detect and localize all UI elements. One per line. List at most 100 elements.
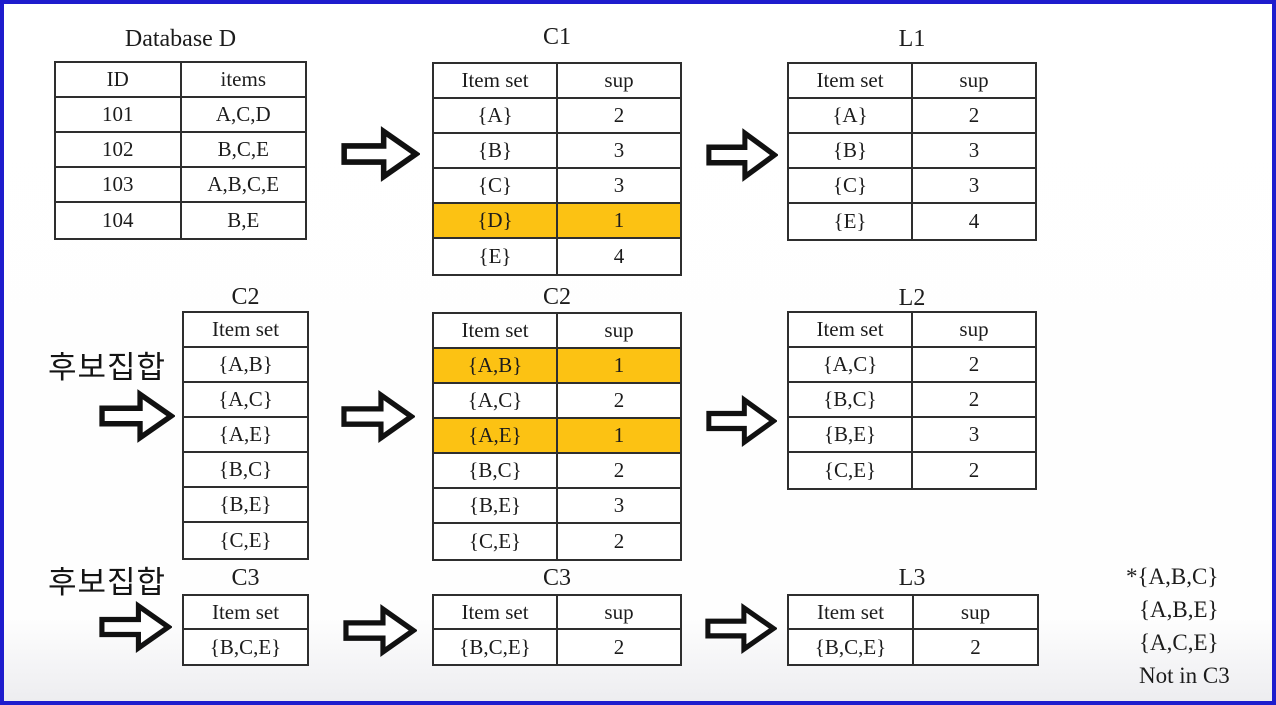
table-header-row: Item set sup <box>789 596 1037 630</box>
table-title-c3: C3 <box>542 565 571 591</box>
table-cell: 2 <box>613 458 625 482</box>
table-cell: B,C,E <box>217 137 269 161</box>
header-cell: ID <box>56 63 182 96</box>
table-cell: 3 <box>613 493 625 517</box>
table-cell: {A} <box>789 99 913 132</box>
table-cell: {C} <box>789 169 913 202</box>
table-cell: {A,B} <box>434 349 558 382</box>
table-row: {C,E}2 <box>789 453 1035 488</box>
table-row: {C} 3 <box>434 169 680 204</box>
table-row: {D}1 <box>434 204 680 239</box>
table-c2-candidates: Item set{A,B}{A,C}{A,E}{B,C}{B,E}{C,E} <box>182 311 309 560</box>
table-l3: Item set sup {B,C,E}2 <box>787 594 1039 666</box>
header-cell: items <box>220 67 267 91</box>
table-header-row: Item set sup <box>789 313 1035 348</box>
header-cell: sup <box>960 599 991 624</box>
candidate-set-label-row2: 후보집합 <box>48 350 167 385</box>
table-cell: B,E <box>227 208 260 232</box>
table-cell: {A,B} <box>218 352 273 376</box>
header-cell: Item set <box>211 599 280 624</box>
table-cell: 2 <box>968 387 980 411</box>
table-row: {B,C,E}2 <box>789 630 1037 664</box>
header-cell: Item set <box>789 64 913 97</box>
annotation-line: *{A,B,C} <box>1126 564 1219 589</box>
header-cell: Item set <box>434 64 558 97</box>
table-row: {B,C,E}2 <box>434 630 680 664</box>
table-title-database: Database D <box>124 26 237 52</box>
not-in-c3-annotation: *{A,B,C} {A,B,E} {A,C,E} Not in C3 <box>1126 560 1230 692</box>
table-cell: 104 <box>56 203 182 238</box>
table-cell: {B,E} <box>219 492 272 516</box>
table-cell: 4 <box>613 244 625 268</box>
table-cell: {A,C} <box>789 348 913 381</box>
table-cell: 1 <box>613 208 625 232</box>
header-cell: sup <box>604 599 634 624</box>
table-cell: 2 <box>613 529 625 553</box>
table-cell: 3 <box>613 173 625 197</box>
annotation-line: {A,C,E} <box>1139 630 1219 655</box>
table-cell: 1 <box>613 423 625 447</box>
table-cell: {C} <box>434 169 558 202</box>
table-cell: 3 <box>613 138 625 162</box>
table-cell: {E} <box>789 204 913 239</box>
table-cell: {B,C} <box>218 457 273 481</box>
table-cell: 101 <box>56 98 182 131</box>
table-cell: {B} <box>789 134 913 167</box>
table-cell: {B,C} <box>434 454 558 487</box>
table-header-row: Item set <box>184 313 307 348</box>
table-row: {A,B} <box>184 348 307 383</box>
table-cell: {B,C} <box>789 383 913 416</box>
table-cell: 2 <box>613 634 625 659</box>
header-cell: sup <box>959 317 989 341</box>
header-cell: Item set <box>434 314 558 347</box>
table-row: {B,E} 3 <box>434 489 680 524</box>
header-cell: Item set <box>789 313 913 346</box>
annotation-line: Not in C3 <box>1139 663 1230 688</box>
table-row: {C} 3 <box>789 169 1035 204</box>
table-cell: {C,E} <box>434 524 558 559</box>
arrow-candidates-to-c3-icon <box>99 600 172 654</box>
header-cell: Item set <box>434 596 558 628</box>
arrow-candidates-to-c2-icon <box>99 388 175 444</box>
table-cell: 2 <box>968 103 980 127</box>
table-row: {E} 4 <box>434 239 680 274</box>
table-title-c3-candidates: C3 <box>231 565 260 591</box>
table-row: 102 B,C,E <box>56 133 305 168</box>
table-row: {A,C}2 <box>434 384 680 419</box>
table-header-row: ID items <box>56 63 305 98</box>
arrow-c2-to-l2-icon <box>706 394 777 448</box>
table-cell: {A,E} <box>218 422 273 446</box>
table-cell: 2 <box>968 458 980 482</box>
table-c3: Item set sup {B,C,E}2 <box>432 594 682 666</box>
table-cell: 102 <box>56 133 182 166</box>
table-cell: 2 <box>613 388 625 412</box>
table-title-l1: L1 <box>898 26 926 52</box>
table-row: {B,C} 2 <box>434 454 680 489</box>
arrow-c2cand-to-c2-icon <box>341 389 415 444</box>
table-cell: {B} <box>434 134 558 167</box>
table-cell: 3 <box>968 422 980 446</box>
table-row: {A,C}2 <box>789 348 1035 383</box>
table-cell: {A,E} <box>434 419 558 452</box>
table-cell: {B,C,E} <box>789 630 914 664</box>
table-row: {B}3 <box>789 134 1035 169</box>
table-row: {B,C} <box>184 453 307 488</box>
table-cell: {E} <box>434 239 558 274</box>
table-c3-candidates: Item set {B,C,E} <box>182 594 309 666</box>
table-header-row: Item set <box>184 596 307 630</box>
table-header-row: Item set sup <box>434 596 680 630</box>
table-title-l2: L2 <box>898 285 926 311</box>
table-cell: 3 <box>968 173 980 197</box>
table-row: 104 B,E <box>56 203 305 238</box>
candidate-set-label-row3: 후보집합 <box>48 565 167 600</box>
table-row: {B,C,E} <box>184 630 307 664</box>
table-cell: {B,E} <box>434 489 558 522</box>
header-cell: Item set <box>789 596 914 628</box>
